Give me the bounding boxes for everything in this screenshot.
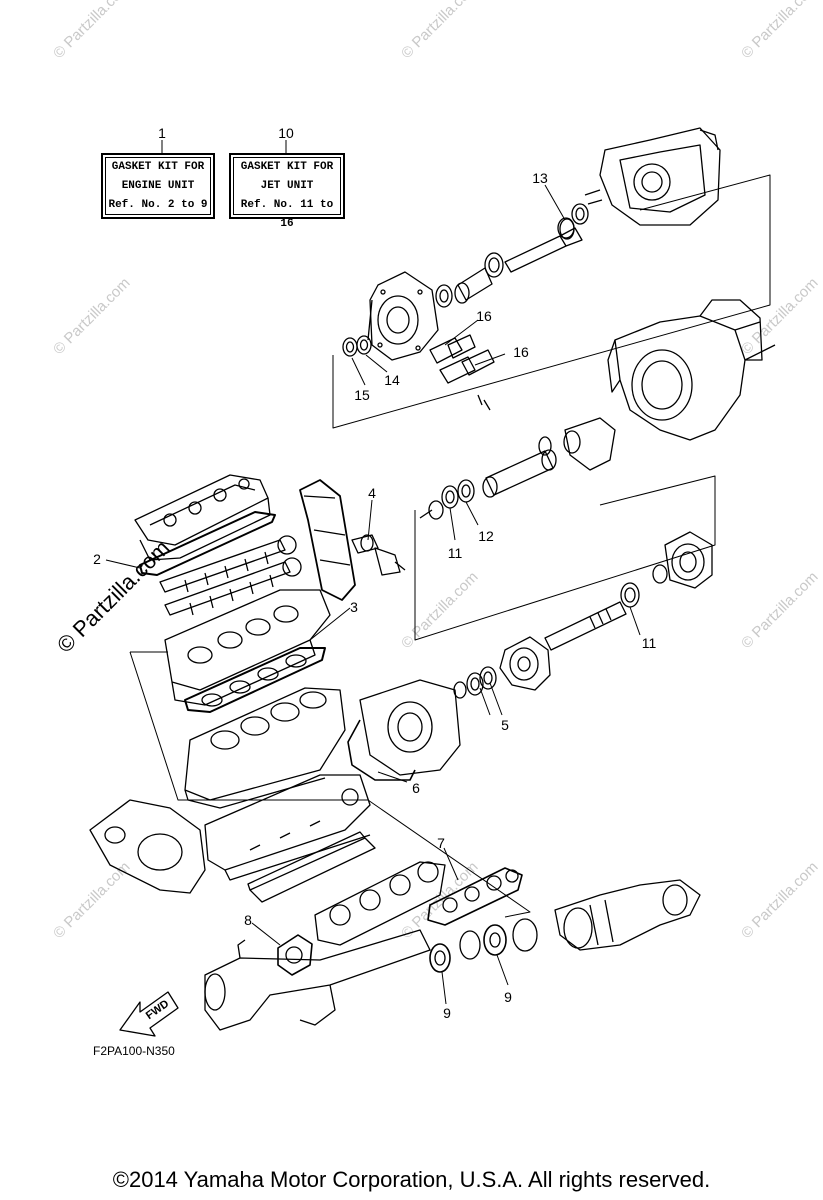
callout-8: 8 [244,912,252,928]
oil-seal-15 [342,337,358,357]
callout-10: 10 [278,125,294,141]
o-ring-13 [557,217,575,239]
seal-set-11-12 [419,479,475,520]
callout-7: 7 [437,835,445,851]
cylinder-block [184,687,346,809]
group-bracket-exhaust [367,799,531,918]
oil-seal-5 [453,666,497,699]
gasket-kit-jet-label: GASKET KIT FOR JET UNIT Ref. No. 11 to 1… [229,153,345,230]
diagram-code: F2PA100-N350 [93,1044,175,1058]
cover-gasket-6 [347,719,416,781]
drive-shaft-upper [504,203,589,273]
exhaust-gasket-7 [427,867,523,926]
kit-line-3: Ref. No. 2 to 9 [108,199,208,211]
group-bracket-jet-lower [414,475,716,641]
head-gasket-3-bores [201,654,307,707]
callout-4: 4 [368,485,376,501]
chain-tensioner-4 [374,547,406,576]
cylinder-head-cover [134,474,271,561]
callout-6: 6 [412,780,420,796]
kit-line-2: JET UNIT [260,180,314,192]
side-cover [89,799,206,894]
gasket-16 [429,334,495,411]
exhaust-pipe [204,929,431,1031]
oil-pan [247,831,376,903]
callout-9: 9 [443,1005,451,1021]
leader-lines [105,140,641,1005]
impeller-shaft [544,601,627,651]
callout-9: 9 [504,989,512,1005]
coupling-cover [359,679,461,776]
cover-gasket-2 [139,511,276,576]
gasket-kit-engine-label: GASKET KIT FOR ENGINE UNIT Ref. No. 2 to… [101,153,215,219]
callout-14: 14 [384,372,400,388]
callout-2: 2 [93,551,101,567]
jet-pump-housing [607,299,776,441]
kit-line-1: GASKET KIT FOR [240,161,334,173]
kit-line-3: Ref. No. 11 to 16 [240,199,334,230]
bearing-set-upper [435,252,504,308]
callout-1: 1 [158,125,166,141]
group-bracket-jet-upper [332,174,771,429]
jet-housing-upper [584,127,721,226]
kit-line-2: ENGINE UNIT [121,180,195,192]
oil-seal-14 [356,335,372,355]
exhaust-manifold [314,861,446,946]
callout-3: 3 [350,599,358,615]
impeller [499,636,551,691]
callout-15: 15 [354,387,370,403]
copyright-notice: ©2014 Yamaha Motor Corporation, U.S.A. A… [112,1167,711,1192]
drive-shaft-tube [482,449,557,498]
intermediate-housing [367,271,439,361]
group-bracket-engine [129,651,368,801]
callout-16: 16 [513,344,529,360]
camshafts [159,535,302,616]
fwd-arrow-icon [119,991,179,1037]
head-gasket-3 [184,647,326,713]
callout-16: 16 [476,308,492,324]
timing-chain [299,479,379,601]
callout-5: 5 [501,717,509,733]
kit-line-1: GASKET KIT FOR [111,161,205,173]
crankcase [204,774,371,881]
water-muffler [554,879,701,951]
exhaust-gasket-9 [429,918,538,973]
callout-12: 12 [478,528,494,544]
exhaust-gasket-8 [277,934,313,976]
impeller-housing [620,531,713,608]
callout-13: 13 [532,170,548,186]
steering-nozzle [538,417,616,471]
callout-11: 11 [447,545,463,561]
callout-11: 11 [641,635,657,651]
